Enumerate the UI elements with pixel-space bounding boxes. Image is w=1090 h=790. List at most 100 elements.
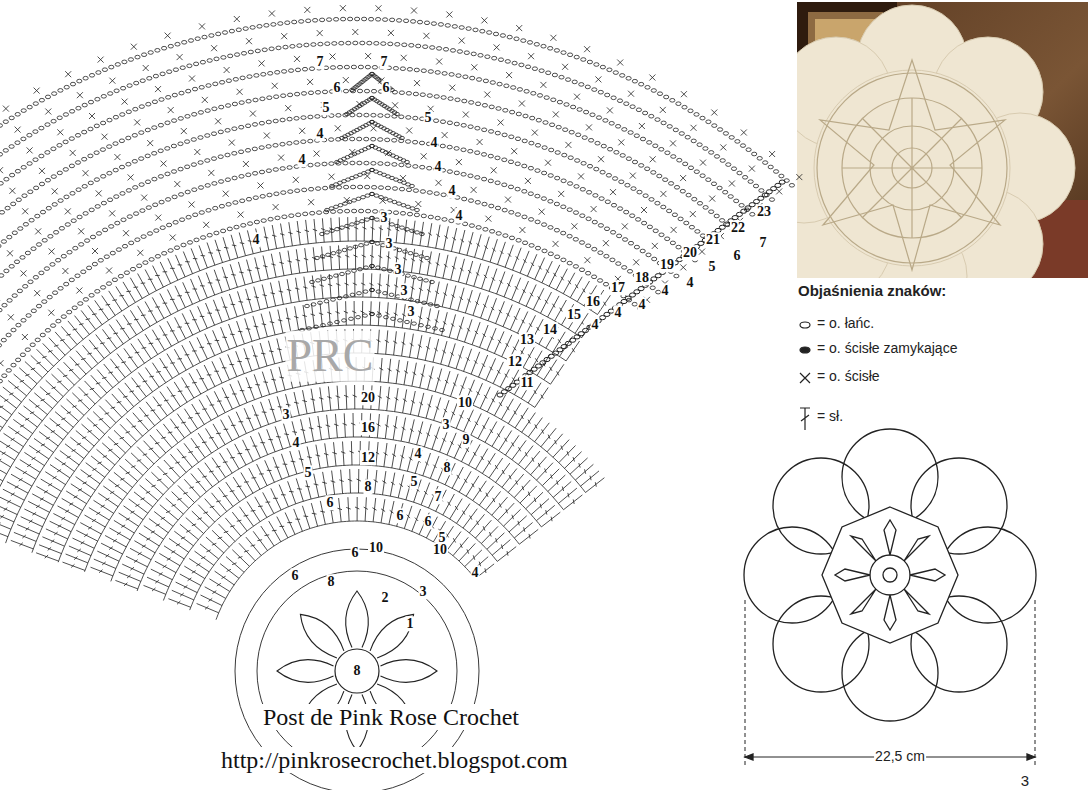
round-number: 10 [457, 395, 473, 410]
round-number: 5 [708, 259, 717, 274]
round-number: 7 [434, 489, 443, 504]
legend-text: = o. łańc. [816, 316, 875, 331]
round-number: 4 [316, 126, 325, 141]
sc-stitches [0, 5, 802, 339]
dc-stitches [11, 301, 564, 549]
round-number: 4 [292, 435, 301, 450]
legend-text: = o. ścisłe zamykające [816, 341, 958, 356]
round-number: 8 [443, 460, 452, 475]
center-ring [335, 649, 379, 693]
legend-text: = o. ścisłe [816, 369, 881, 384]
chain-row [0, 185, 661, 426]
round-number: 5 [424, 110, 433, 125]
stitch-row [85, 381, 586, 572]
stitch-row [163, 465, 519, 601]
round-number: 18 [634, 270, 650, 285]
chain-row [0, 41, 775, 354]
round-number: 3 [442, 417, 451, 432]
round-number: 3 [407, 304, 416, 319]
round-number: 6 [396, 508, 405, 523]
dc-stitches [197, 497, 495, 613]
chain-row [0, 209, 643, 440]
round-number: 6 [382, 80, 391, 95]
round-number: 1 [406, 616, 415, 631]
round-number: 4 [414, 446, 423, 461]
round-number: 4 [614, 305, 623, 320]
round-number: 4 [661, 283, 670, 298]
round-number: 9 [462, 432, 471, 447]
round-number: 6 [733, 248, 742, 263]
stitch-row [216, 521, 475, 620]
round-number: 7 [316, 54, 325, 69]
round-number: 3 [380, 210, 389, 225]
doily-photo [797, 2, 1088, 278]
dc-stitches [0, 273, 580, 537]
round-number: 4 [455, 208, 464, 223]
dc-stitches [91, 385, 583, 576]
round-number: 17 [610, 280, 626, 295]
round-number: 3 [282, 407, 291, 422]
round-number: 7 [759, 235, 768, 250]
round-number: 12 [507, 354, 523, 369]
sc-stitches [0, 149, 686, 412]
round-number: 6 [291, 568, 300, 583]
round-number: 12 [360, 450, 376, 465]
round-number: 6 [424, 514, 433, 529]
chain-row [0, 89, 736, 381]
credit-text: Post de Pink Rose Crochet [262, 704, 520, 730]
round-line [257, 571, 457, 771]
round-number: 5 [322, 100, 331, 115]
overview-diagram [744, 429, 1036, 765]
round-number: 4 [430, 135, 439, 150]
round-number: 4 [448, 183, 457, 198]
sc-stitches [0, 101, 724, 369]
stitch-row [190, 493, 498, 610]
round-number: 22 [730, 220, 746, 235]
dc-stitches [36, 329, 548, 561]
round-number: 13 [519, 332, 535, 347]
round-number: 6 [351, 545, 360, 560]
round-number: 5 [304, 465, 313, 480]
chain-row [0, 17, 794, 343]
stitch-row [58, 353, 535, 562]
round-number: 3 [419, 584, 428, 599]
dimension-label: 22,5 cm [874, 749, 926, 764]
round-number: 6 [326, 495, 335, 510]
stitch-row [0, 241, 597, 524]
round-number: 14 [542, 322, 558, 337]
dc-stitches [63, 357, 605, 570]
round-number: 8 [364, 479, 373, 494]
sc-stitches [0, 125, 705, 391]
pineapple-chains [300, 72, 445, 331]
round-number: 5 [410, 474, 419, 489]
round-number: 4 [591, 317, 600, 332]
round-number: 15 [566, 307, 582, 322]
stitch-row [0, 269, 582, 534]
round-number: 11 [519, 375, 534, 390]
legend-text: = sł. [816, 409, 844, 424]
legend-symbols [800, 322, 810, 430]
round-number: 20 [360, 390, 376, 405]
round-number: 4 [471, 565, 480, 580]
dc-stitches [0, 217, 611, 520]
round-number: 4 [686, 275, 695, 290]
sc-stitches [0, 29, 782, 332]
round-number: 4 [638, 297, 647, 312]
round-number: 20 [682, 245, 698, 260]
round-number: 10 [368, 540, 384, 555]
credit-url: http://pinkrosecrochet.blogspot.com [220, 747, 569, 773]
round-number: 7 [380, 54, 389, 69]
stitch-row [111, 409, 564, 581]
round-number: 4 [434, 159, 443, 174]
round-number: 8 [327, 574, 336, 589]
round-number: 6 [333, 80, 342, 95]
chain-row [0, 137, 698, 401]
round-number: 4 [298, 152, 307, 167]
round-number: 23 [756, 204, 772, 219]
round-number: 3 [400, 283, 409, 298]
chain-row [0, 161, 679, 417]
sc-stitches [0, 53, 762, 355]
round-number: 4 [252, 232, 261, 247]
round-number: 3 [394, 262, 403, 277]
